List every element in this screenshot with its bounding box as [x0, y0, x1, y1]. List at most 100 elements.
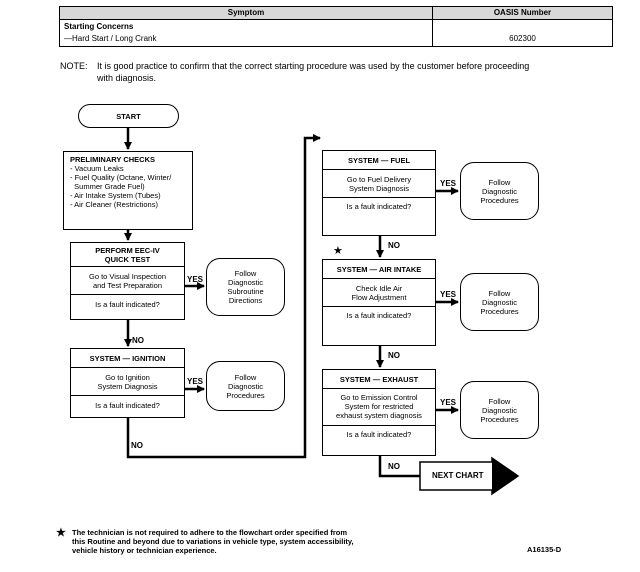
follow-procedures-text: Follow [234, 372, 257, 382]
prelim-item: - Air Cleaner (Restrictions) [70, 200, 158, 209]
follow-procedures-text: Follow [488, 288, 511, 298]
oasis-number: 602300 [509, 34, 536, 43]
footnote-text: The technician is not required to adhere… [72, 528, 354, 555]
prelim-item: - Vacuum Leaks [70, 164, 124, 173]
table-divider [432, 7, 433, 46]
symptom-item: —Hard Start / Long Crank [64, 34, 157, 43]
exhaust-action: Go to Emission Control [340, 393, 418, 402]
exhaust-box: SYSTEM — EXHAUST Go to Emission Control … [322, 369, 436, 456]
eec-question-section: Is a fault indicated? [71, 295, 184, 309]
start-node: START [78, 104, 179, 128]
eec-action: and Test Preparation [92, 281, 163, 290]
arrow-ignition-no-to-fuel [126, 134, 321, 459]
air-title: SYSTEM — AIR INTAKE [336, 265, 422, 274]
exhaust-question-section: Is a fault indicated? [323, 426, 435, 439]
air-intake-box: SYSTEM — AIR INTAKE Check Idle Air Flow … [322, 259, 436, 346]
symptom-category: Starting Concerns [64, 22, 134, 31]
exhaust-action: exhaust system diagnosis [336, 411, 422, 420]
air-question-section: Is a fault indicated? [323, 307, 435, 320]
follow-subroutine-text: Diagnostic [227, 278, 264, 287]
ignition-title-section: SYSTEM — IGNITION [71, 349, 184, 368]
follow-procedures-text: Diagnostic [481, 186, 517, 196]
follow-procedures-text: Procedures [226, 390, 265, 400]
eec-action: Go to Visual Inspection [89, 272, 166, 281]
ignition-title: SYSTEM — IGNITION [89, 354, 166, 363]
ignition-box: SYSTEM — IGNITION Go to Ignition System … [70, 348, 185, 418]
fuel-box: SYSTEM — FUEL Go to Fuel Delivery System… [322, 150, 436, 236]
figure-code: A16135-D [527, 545, 562, 554]
no-label: NO [388, 351, 400, 360]
prelim-item: - Air Intake System (Tubes) [70, 191, 161, 200]
yes-label: YES [440, 398, 457, 407]
ignition-action-section: Go to Ignition System Diagnosis [71, 368, 184, 396]
no-label: NO [388, 241, 400, 250]
air-action-section: Check Idle Air Flow Adjustment [323, 279, 435, 307]
follow-procedures-text: Follow [488, 396, 511, 406]
header-oasis-number: OASIS Number [493, 8, 552, 17]
follow-procedures-text: Follow [488, 177, 511, 187]
exhaust-title: SYSTEM — EXHAUST [339, 375, 419, 384]
follow-subroutine-text: Directions [228, 296, 263, 305]
yes-label: YES [187, 377, 204, 386]
yes-label: YES [187, 275, 204, 284]
follow-subroutine-text: Follow [234, 269, 257, 278]
follow-procedures-box: Follow Diagnostic Procedures [206, 361, 285, 411]
eec-action-section: Go to Visual Inspection and Test Prepara… [71, 267, 184, 295]
no-label: NO [131, 441, 143, 450]
preliminary-checks-box: PRELIMINARY CHECKS - Vacuum Leaks - Fuel… [63, 151, 193, 230]
note-text: It is good practice to confirm that the … [97, 61, 530, 83]
eec-question: Is a fault indicated? [95, 300, 160, 309]
footnote-line: vehicle history or technician experience… [72, 546, 217, 555]
prelim-item: - Fuel Quality (Octane, Winter/ [70, 173, 172, 182]
follow-procedures-box: Follow Diagnostic Procedures [460, 273, 539, 331]
follow-procedures-text: Diagnostic [481, 297, 517, 307]
fuel-action-section: Go to Fuel Delivery System Diagnosis [323, 170, 435, 198]
follow-subroutine-box: Follow Diagnostic Subroutine Directions [206, 258, 285, 316]
arrow-exhaust-no [378, 456, 420, 478]
air-title-section: SYSTEM — AIR INTAKE [323, 260, 435, 279]
note-label: NOTE: [60, 61, 88, 71]
exhaust-title-section: SYSTEM — EXHAUST [323, 370, 435, 389]
footnote-line: this Routine and beyond due to variation… [72, 537, 354, 546]
header-symptom: Symptom [227, 8, 265, 17]
follow-procedures-box: Follow Diagnostic Procedures [460, 381, 539, 439]
air-action: Check Idle Air [355, 284, 403, 293]
fuel-title-section: SYSTEM — FUEL [323, 151, 435, 170]
eec-title-section: PERFORM EEC-IV QUICK TEST [71, 243, 184, 267]
eec-title: QUICK TEST [104, 255, 151, 264]
ignition-action: System Diagnosis [97, 382, 158, 391]
exhaust-action: System for restricted [344, 402, 414, 411]
yes-label: YES [440, 179, 457, 188]
follow-procedures-text: Procedures [480, 414, 519, 424]
footnote-star: ★ [56, 527, 66, 539]
next-chart-label: NEXT CHART [432, 471, 484, 480]
follow-procedures-text: Diagnostic [227, 381, 263, 391]
table-header-row [60, 7, 612, 20]
fuel-question: Is a fault indicated? [346, 202, 412, 211]
footnote-line: The technician is not required to adhere… [72, 528, 348, 537]
exhaust-action-section: Go to Emission Control System for restri… [323, 389, 435, 426]
yes-label: YES [440, 290, 457, 299]
fuel-title: SYSTEM — FUEL [347, 156, 411, 165]
star-marker: ★ [333, 245, 343, 257]
follow-procedures-text: Procedures [480, 195, 519, 205]
start-label: START [116, 111, 141, 121]
prelim-item: Summer Grade Fuel) [70, 182, 145, 191]
air-question: Is a fault indicated? [346, 311, 412, 320]
prelim-title: PRELIMINARY CHECKS [70, 155, 156, 164]
fuel-action: System Diagnosis [348, 184, 410, 193]
air-action: Flow Adjustment [351, 293, 407, 302]
fuel-action: Go to Fuel Delivery [346, 175, 412, 184]
eec-title: PERFORM EEC-IV [95, 246, 160, 255]
follow-subroutine-text: Subroutine [227, 287, 264, 296]
follow-procedures-text: Procedures [480, 306, 519, 316]
exhaust-question: Is a fault indicated? [346, 430, 412, 439]
symptom-table: Symptom OASIS Number Starting Concerns —… [59, 6, 613, 47]
no-label: NO [132, 336, 144, 345]
eec-quick-test-box: PERFORM EEC-IV QUICK TEST Go to Visual I… [70, 242, 185, 320]
ignition-question: Is a fault indicated? [95, 401, 160, 410]
next-chart-arrowhead [492, 458, 518, 494]
ignition-action: Go to Ignition [105, 373, 150, 382]
ignition-question-section: Is a fault indicated? [71, 396, 184, 410]
